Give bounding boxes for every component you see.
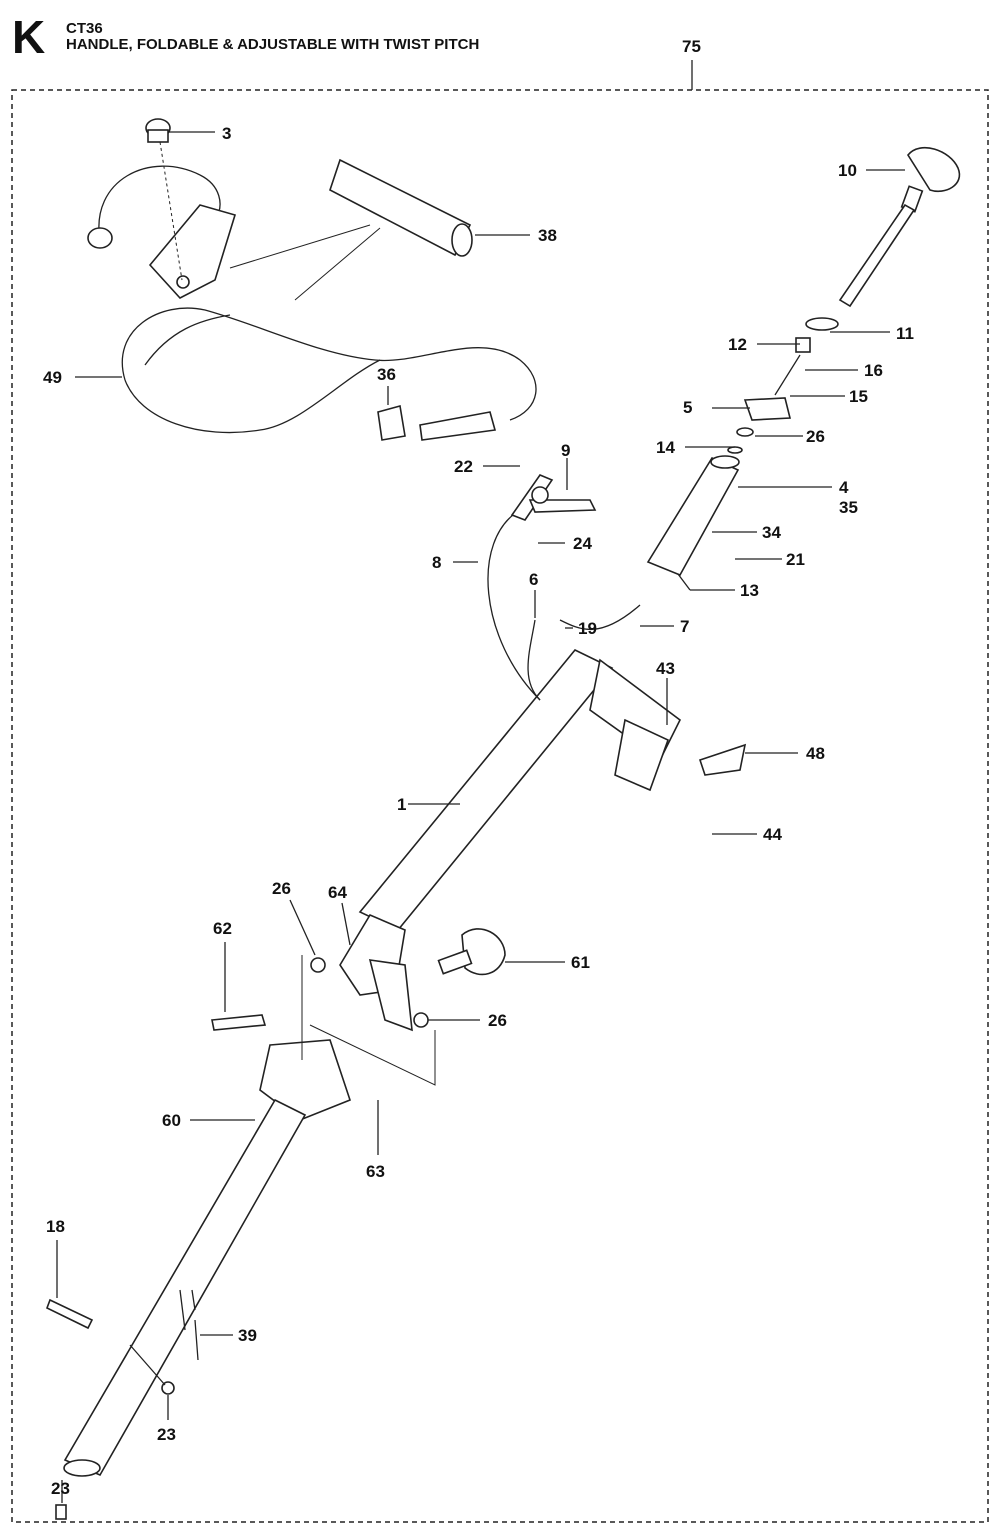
knob-part [145, 118, 237, 299]
handle-loop-part [87, 165, 537, 441]
part-label-1: 1 [397, 795, 406, 814]
part-label-13: 13 [740, 581, 759, 600]
page-title: HANDLE, FOLDABLE & ADJUSTABLE WITH TWIST… [66, 36, 480, 53]
part-label-36: 36 [377, 365, 396, 384]
part-label-48: 48 [806, 744, 825, 763]
part-label-24: 24 [573, 534, 592, 553]
leader-lines [56, 131, 905, 1503]
part-label-26a: 26 [806, 427, 825, 446]
part-label-8: 8 [432, 553, 441, 572]
part-label-19: 19 [578, 619, 597, 638]
part-label-60: 60 [162, 1111, 181, 1130]
part-label-18: 18 [46, 1217, 65, 1236]
throttle-part [510, 474, 597, 521]
part-label-22: 22 [454, 457, 473, 476]
grip-part [329, 158, 473, 257]
upper-tube-part [358, 649, 747, 931]
plug-part [55, 1504, 67, 1520]
fold-joint-part [310, 913, 506, 1032]
sleeve-part [646, 455, 740, 591]
part-label-12: 12 [728, 335, 747, 354]
bolt-part [45, 1298, 94, 1330]
part-label-44: 44 [763, 825, 782, 844]
wire-39 [179, 1289, 199, 1361]
model-name: CT36 [66, 20, 103, 37]
part-label-38: 38 [538, 226, 557, 245]
assembly-frame [11, 89, 989, 1523]
part-label-9: 9 [561, 441, 570, 460]
part-label-26b: 26 [272, 879, 291, 898]
part-label-35: 35 [839, 498, 858, 517]
group-ref-label: 75 [682, 37, 701, 56]
spacer-part [377, 404, 406, 441]
part-label-7: 7 [680, 617, 689, 636]
part-label-23b: 23 [51, 1479, 70, 1498]
part-label-10: 10 [838, 161, 857, 180]
section-letter: K [12, 11, 46, 63]
assembly-guide-lines [301, 955, 436, 1086]
part-label-23a: 23 [157, 1425, 176, 1444]
part-label-26c: 26 [488, 1011, 507, 1030]
part-label-3: 3 [222, 124, 231, 143]
pin-part [211, 1014, 267, 1031]
part-label-43: 43 [656, 659, 675, 678]
twist-rod-part [727, 146, 961, 454]
part-label-39: 39 [238, 1326, 257, 1345]
part-label-61: 61 [571, 953, 590, 972]
lower-tube-part [63, 1039, 351, 1477]
part-label-64: 64 [328, 883, 347, 902]
part-label-14: 14 [656, 438, 675, 457]
part-label-49: 49 [43, 368, 62, 387]
part-label-63: 63 [366, 1162, 385, 1181]
part-label-15: 15 [849, 387, 868, 406]
part-label-16: 16 [864, 361, 883, 380]
cable-7 [559, 604, 641, 631]
part-label-21: 21 [786, 550, 805, 569]
cable-8 [487, 509, 541, 701]
part-label-62: 62 [213, 919, 232, 938]
part-label-34: 34 [762, 523, 781, 542]
part-label-11: 11 [896, 324, 914, 343]
part-label-5: 5 [683, 398, 692, 417]
part-label-4: 4 [839, 478, 849, 497]
part-label-6: 6 [529, 570, 538, 589]
